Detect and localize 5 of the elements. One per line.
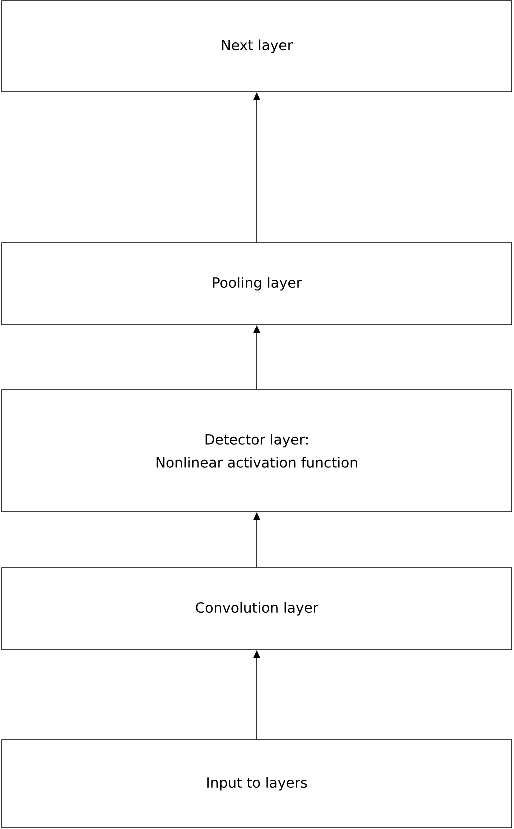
layer-box: Next layer — [2, 0, 512, 92]
layer-box: Convolution layer — [2, 568, 512, 650]
layer-box: Detector layer: Nonlinear activation function — [2, 390, 512, 512]
layer-box: Pooling layer — [2, 242, 512, 326]
layer-box: Input to layers — [2, 740, 512, 828]
